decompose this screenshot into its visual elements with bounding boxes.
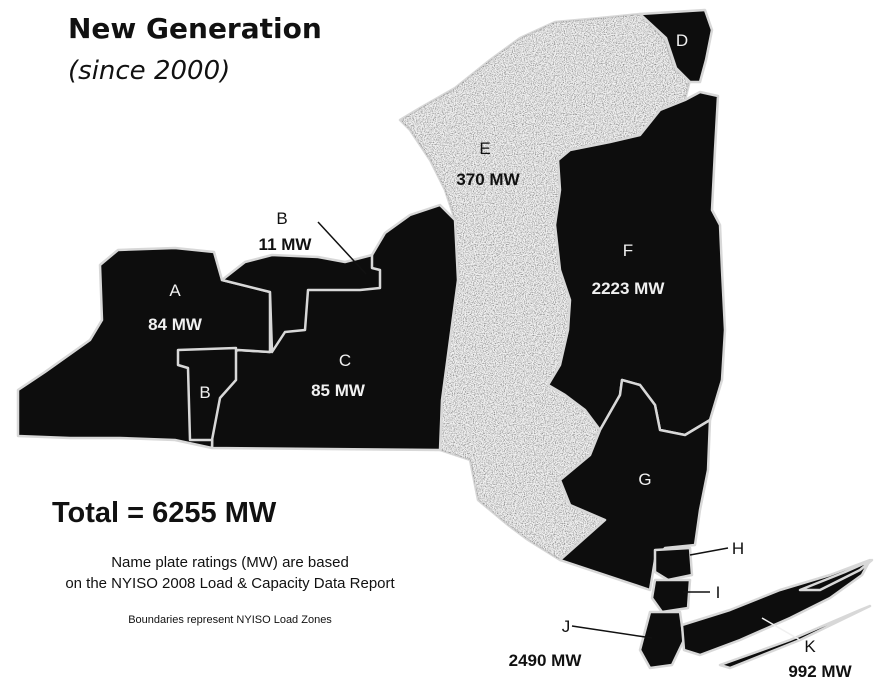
source-note-line1: Name plate ratings (MW) are based bbox=[111, 554, 349, 571]
zone-f-letter: F bbox=[623, 241, 633, 260]
zone-k-value: 992 MW bbox=[788, 662, 852, 681]
zone-f-region bbox=[546, 90, 727, 437]
zone-b-leader-line bbox=[317, 221, 367, 275]
zone-b-letter: B bbox=[276, 209, 287, 228]
source-note-line2: on the NYISO 2008 Load & Capacity Data R… bbox=[65, 575, 395, 592]
source-note: Name plate ratings (MW) are based on the… bbox=[20, 552, 440, 594]
total-generation: Total = 6255 MW bbox=[52, 497, 277, 529]
zone-k-north-fork bbox=[798, 558, 874, 592]
zone-c-value: 85 MW bbox=[311, 381, 366, 400]
map-subtitle: (since 2000) bbox=[68, 56, 231, 86]
zone-h-letter: H bbox=[732, 539, 744, 558]
zone-a-letter: A bbox=[169, 281, 181, 300]
zone-b-north-region bbox=[220, 253, 382, 354]
zone-b-value: 11 MW bbox=[259, 235, 313, 254]
zone-e-value: 370 MW bbox=[456, 170, 520, 189]
zone-g-letter: G bbox=[638, 470, 651, 489]
map-title: New Generation bbox=[68, 12, 322, 45]
zone-d-letter: D bbox=[676, 31, 688, 50]
zone-f-value: 2223 MW bbox=[592, 279, 666, 298]
zone-j-letter: J bbox=[562, 617, 571, 636]
zone-j-leader-line bbox=[571, 625, 653, 639]
zone-j-value: 2490 MW bbox=[509, 651, 583, 670]
zone-k-barrier-island bbox=[718, 604, 872, 670]
zone-i-letter: I bbox=[716, 583, 721, 602]
zone-d-region bbox=[638, 8, 714, 84]
zone-h-leader-line bbox=[689, 547, 729, 556]
zone-k-letter: K bbox=[804, 637, 816, 656]
zone-a-value: 84 MW bbox=[148, 315, 203, 334]
zone-i-region bbox=[650, 578, 692, 614]
zone-b-inset-letter: B bbox=[199, 383, 210, 402]
zone-b-south-region bbox=[176, 346, 238, 442]
boundaries-note: Boundaries represent NYISO Load Zones bbox=[128, 614, 332, 626]
zone-h-region bbox=[653, 546, 694, 582]
zone-c-letter: C bbox=[339, 351, 351, 370]
zone-k-leader-line bbox=[761, 617, 801, 641]
zone-j-region bbox=[638, 610, 686, 670]
zone-e-letter: E bbox=[479, 139, 490, 158]
